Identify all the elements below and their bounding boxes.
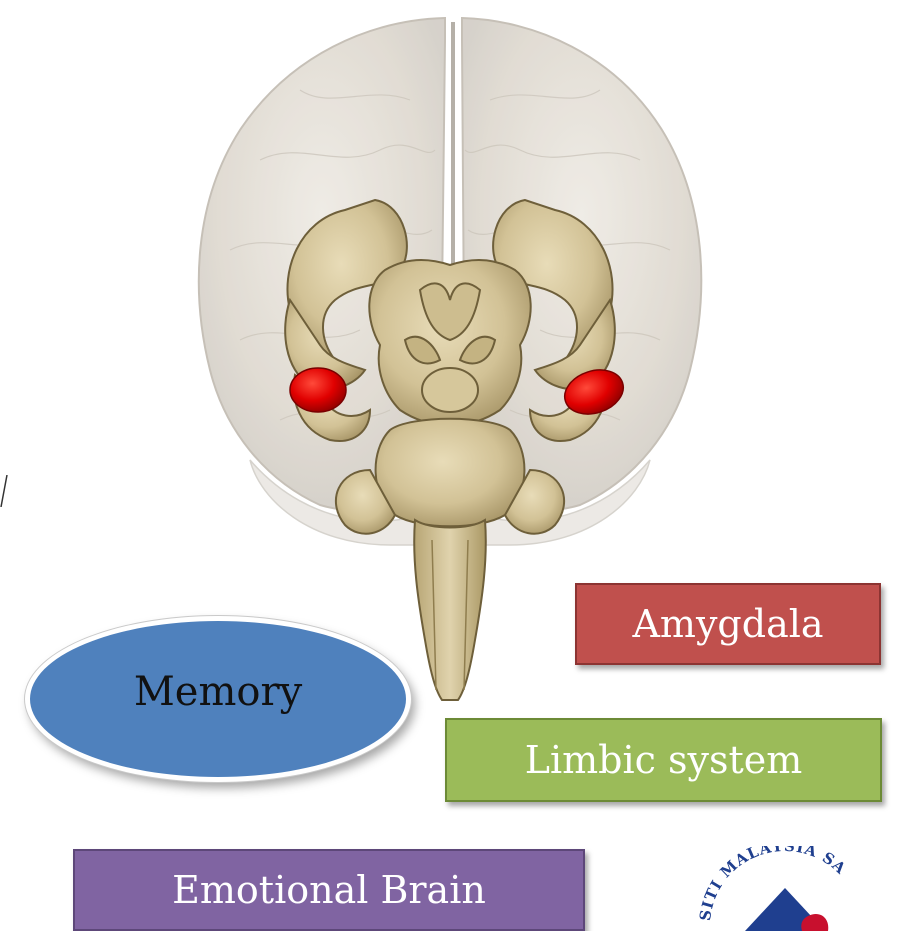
amygdala-label-box: Amygdala xyxy=(575,583,881,665)
university-logo: SITI MALAYSIA SA xyxy=(690,846,880,931)
edge-fragment xyxy=(0,475,8,507)
limbic-system-label-box: Limbic system xyxy=(445,718,882,802)
memory-label: Memory xyxy=(134,669,302,715)
emotional-brain-label: Emotional Brain xyxy=(172,868,486,912)
emotional-brain-label-box: Emotional Brain xyxy=(73,849,585,931)
memory-ellipse: Memory xyxy=(25,616,411,782)
limbic-system-label: Limbic system xyxy=(525,738,803,782)
amygdala-label: Amygdala xyxy=(632,602,823,646)
